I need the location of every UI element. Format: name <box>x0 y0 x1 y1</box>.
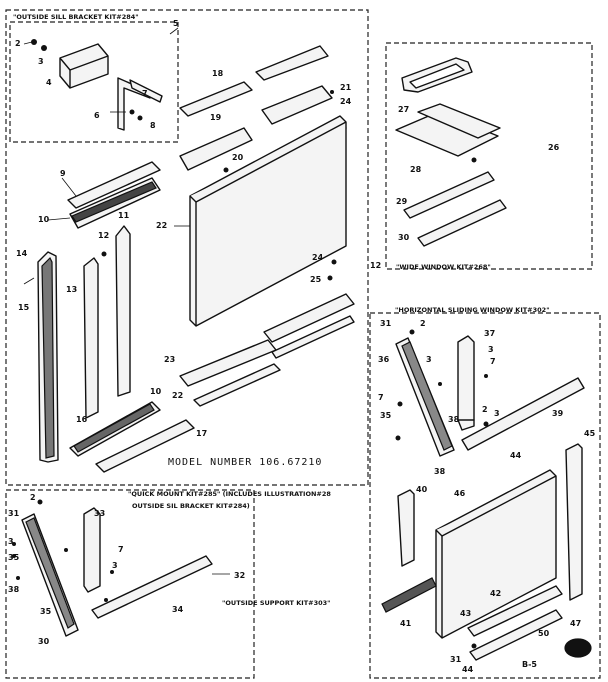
outside-support-parts: 2 31 33 3 35 7 3 38 32 34 35 30 <box>8 493 245 646</box>
wide-window-parts: 27 26 28 29 30 12 <box>370 57 560 270</box>
part-num-38b: 38 <box>434 467 446 476</box>
part-num-22: 22 <box>156 221 167 230</box>
part-num-34: 34 <box>172 605 184 614</box>
quick-mount-caption-line2: OUTSIDE SIL BRACKET KIT#284) <box>132 502 250 510</box>
part-num-31b: 31 <box>450 655 462 664</box>
part-num-31c: 31 <box>8 509 20 518</box>
part-num-44b: 44 <box>462 665 474 674</box>
part-num-19: 19 <box>210 113 222 122</box>
part-num-15: 15 <box>18 303 30 312</box>
part-num-46: 46 <box>454 489 466 498</box>
part-num-6: 6 <box>94 111 100 120</box>
part-num-13: 13 <box>66 285 77 294</box>
part-num-7c: 7 <box>378 393 384 402</box>
part-num-35b: 35 <box>8 553 20 562</box>
part-num-10b: 10 <box>150 387 162 396</box>
part-num-43: 43 <box>460 609 471 618</box>
main-assembly-parts: 9 10 11 12 13 14 15 16 10 17 18 19 20 21… <box>16 45 355 473</box>
part-num-2c: 2 <box>482 405 488 414</box>
part-num-10: 10 <box>38 215 50 224</box>
part-num-3f: 3 <box>112 561 118 570</box>
part-num-8: 8 <box>150 121 156 130</box>
part-num-33: 33 <box>94 509 105 518</box>
outside-sill-caption: "OUTSIDE SILL BRACKET KIT#284" <box>13 13 139 21</box>
outside-support-caption: "OUTSIDE SUPPORT KIT#303" <box>222 599 331 607</box>
part-num-23: 23 <box>164 355 175 364</box>
part-num-29: 29 <box>396 197 408 206</box>
part-num-7b: 7 <box>490 357 496 366</box>
horizontal-sliding-kit-box <box>369 312 601 679</box>
part-num-41: 41 <box>400 619 412 628</box>
part-num-3c: 3 <box>426 355 432 364</box>
part-num-32: 32 <box>234 571 245 580</box>
part-num-24: 24 <box>340 97 352 106</box>
part-num-17: 17 <box>196 429 207 438</box>
part-num-30: 30 <box>398 233 410 242</box>
part-num-14: 14 <box>16 249 28 258</box>
part-num-38: 38 <box>448 415 460 424</box>
wide-window-caption: "WIDE WINDOW KIT#268" <box>396 263 491 271</box>
part-num-9: 9 <box>60 169 66 178</box>
outside-sill-kit-box <box>9 21 179 143</box>
horizontal-sliding-parts: 31 2 36 37 3 7 3 7 35 38 38 39 2 3 45 44… <box>378 319 596 674</box>
part-num-21: 21 <box>340 83 352 92</box>
part-num-25: 25 <box>310 275 322 284</box>
part-num-24b: 24 <box>312 253 324 262</box>
part-num-37: 37 <box>484 329 495 338</box>
horizontal-sliding-caption: "HORIZONTAL SLIDING WINDOW KIT#302" <box>395 306 550 314</box>
part-num-18: 18 <box>212 69 224 78</box>
part-num-12: 12 <box>98 231 109 240</box>
quick-mount-caption-line1: "QUICK MOUNT KIT#285" (INCLUDES ILLUSTRA… <box>128 490 331 498</box>
part-num-42: 42 <box>490 589 501 598</box>
part-num-11: 11 <box>118 211 130 220</box>
part-num-20: 20 <box>232 153 244 162</box>
part-num-16: 16 <box>76 415 88 424</box>
part-num-50: 50 <box>538 629 550 638</box>
part-num-3d: 3 <box>494 409 500 418</box>
part-num-40: 40 <box>416 485 428 494</box>
part-num-2d: 2 <box>30 493 36 502</box>
part-num-22b: 22 <box>172 391 183 400</box>
outside-sill-bracket-parts: 2 3 5 4 6 7 8 <box>15 19 179 131</box>
part-num-47: 47 <box>570 619 581 628</box>
part-num-3b: 3 <box>488 345 494 354</box>
part-num-2: 2 <box>15 39 21 48</box>
part-num-38c: 38 <box>8 585 20 594</box>
part-num-7: 7 <box>142 89 148 98</box>
part-num-3: 3 <box>38 57 44 66</box>
part-num-31: 31 <box>380 319 392 328</box>
outside-support-kit-box <box>5 489 255 679</box>
part-num-44: 44 <box>510 451 522 460</box>
part-num-30b: 30 <box>38 637 50 646</box>
part-num-28: 28 <box>410 165 422 174</box>
part-num-2b: 2 <box>420 319 426 328</box>
main-assembly-box <box>5 9 369 486</box>
part-num-35c: 35 <box>40 607 52 616</box>
part-num-3e: 3 <box>8 537 14 546</box>
part-num-5: 5 <box>173 19 179 28</box>
model-number: MODEL NUMBER 106.67210 <box>168 457 322 468</box>
part-num-36: 36 <box>378 355 390 364</box>
page-label: B-5 <box>522 660 537 669</box>
part-num-26: 26 <box>548 143 560 152</box>
part-num-12b: 12 <box>370 261 381 270</box>
part-num-27: 27 <box>398 105 409 114</box>
part-num-4: 4 <box>46 78 52 87</box>
part-num-45: 45 <box>584 429 596 438</box>
part-num-35: 35 <box>380 411 392 420</box>
part-num-7d: 7 <box>118 545 124 554</box>
part-num-39: 39 <box>552 409 564 418</box>
